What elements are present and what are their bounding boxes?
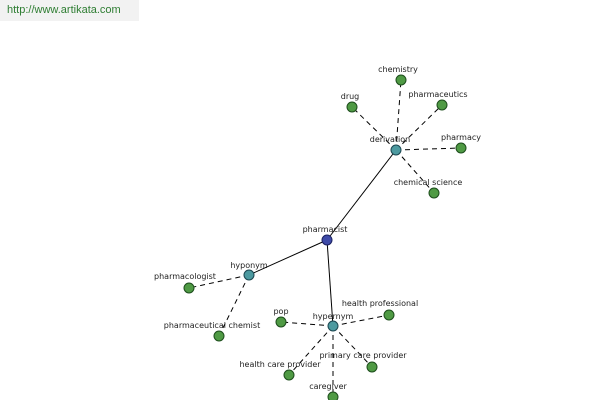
word-node-dot[interactable]: [395, 74, 407, 86]
edge-pharmacist-derivation: [326, 149, 397, 241]
word-node-pharmacy[interactable]: pharmacy: [441, 133, 481, 154]
word-node-dot[interactable]: [283, 369, 295, 381]
word-node-label: health care provider: [239, 360, 321, 369]
graph-nodes: chemistry drug pharmaceutics pharmacy chemic…: [154, 65, 481, 400]
word-node-pharmacologist[interactable]: pharmacologist: [154, 272, 216, 294]
word-node-label: pharmaceutics: [408, 90, 467, 99]
edge-hyponym-pharmaceutical-chemist: [218, 274, 250, 337]
word-node-dot[interactable]: [383, 309, 395, 321]
site-url-bar: http://www.artikata.com: [0, 0, 139, 21]
relation-node-dot[interactable]: [327, 320, 339, 332]
word-node-primary-care-provider[interactable]: primary care provider: [319, 351, 407, 373]
relation-node-hypernym[interactable]: hypernym: [313, 312, 354, 332]
word-node-pharmaceutics[interactable]: pharmaceutics: [408, 90, 468, 111]
word-node-chemistry[interactable]: chemistry: [378, 65, 418, 86]
word-node-label: primary care provider: [319, 351, 407, 360]
edge-derivation-chemical-science: [395, 149, 435, 194]
word-node-dot[interactable]: [213, 330, 225, 342]
word-node-label: pharmacologist: [154, 272, 216, 281]
word-node-pop[interactable]: pop: [273, 307, 289, 328]
word-node-pharmaceutical-chemist[interactable]: pharmaceutical chemist: [164, 321, 260, 342]
edge-hypernym-primary-care-provider: [332, 325, 373, 368]
relation-node-label: derivation: [370, 135, 410, 144]
relation-node-label: hyponym: [230, 261, 268, 270]
word-node-dot[interactable]: [327, 391, 339, 400]
graph-edges: [188, 79, 462, 397]
word-node-dot[interactable]: [366, 361, 378, 373]
relation-node-dot[interactable]: [390, 144, 402, 156]
root-node-pharmacist[interactable]: pharmacist: [303, 225, 348, 246]
edge-pharmacist-hypernym: [326, 239, 334, 327]
word-node-dot[interactable]: [346, 101, 358, 113]
word-node-health-professional[interactable]: health professional: [342, 299, 418, 321]
word-node-dot[interactable]: [436, 99, 448, 111]
edge-derivation-chemistry: [395, 79, 402, 151]
word-node-label: caregiver: [309, 382, 347, 391]
root-node-label: pharmacist: [303, 225, 348, 234]
root-node-dot[interactable]: [321, 234, 333, 246]
word-node-dot[interactable]: [183, 282, 195, 294]
word-node-label: drug: [341, 92, 360, 101]
word-node-dot[interactable]: [275, 316, 287, 328]
edge-derivation-drug: [351, 106, 397, 151]
edge-pharmacist-hyponym: [248, 239, 328, 276]
word-node-label: health professional: [342, 299, 418, 308]
word-node-label: pharmacy: [441, 133, 481, 142]
word-node-health-care-provider[interactable]: health care provider: [239, 360, 321, 381]
relation-node-label: hypernym: [313, 312, 354, 321]
site-url-link[interactable]: http://www.artikata.com: [7, 4, 121, 16]
word-node-label: chemical science: [394, 178, 463, 187]
word-node-label: pharmaceutical chemist: [164, 321, 260, 330]
relation-node-hyponym[interactable]: hyponym: [230, 261, 268, 281]
edge-hypernym-pop: [280, 321, 334, 327]
edge-hypernym-health-care-provider: [288, 325, 334, 376]
edge-hypernym-health-professional: [332, 314, 390, 327]
word-node-label: pop: [273, 307, 288, 316]
word-node-dot[interactable]: [455, 142, 467, 154]
word-node-dot[interactable]: [428, 187, 440, 199]
relation-node-derivation[interactable]: derivation: [370, 135, 410, 156]
word-node-chemical-science[interactable]: chemical science: [394, 178, 463, 199]
relation-node-dot[interactable]: [243, 269, 255, 281]
word-node-caregiver[interactable]: caregiver: [309, 382, 347, 400]
edge-derivation-pharmaceutics: [395, 104, 443, 151]
edge-derivation-pharmacy: [395, 147, 462, 151]
word-node-drug[interactable]: drug: [341, 92, 360, 113]
edge-hyponym-pharmacologist: [188, 274, 250, 289]
word-node-label: chemistry: [378, 65, 418, 74]
